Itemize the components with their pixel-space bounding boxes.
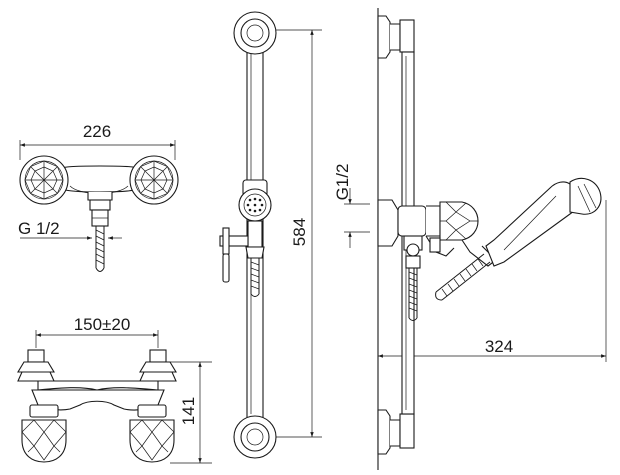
shower-rail-front: 584 [219, 11, 322, 459]
shower-side-view: G1/2 324 [333, 8, 607, 470]
hose-left [95, 226, 105, 272]
crystal-knob-right [129, 419, 175, 463]
dimension-depth: 324 [485, 337, 513, 356]
mixer-top-view: 226 [18, 122, 179, 272]
crystal-knob-side [439, 201, 479, 241]
hand-shower [485, 177, 602, 267]
crystal-handle-left [19, 155, 69, 205]
crystal-knob-left [21, 419, 67, 463]
mixer-front-view: 150±20 141 [17, 315, 212, 464]
crystal-handle-right [129, 155, 179, 205]
thread-label-side: G1/2 [333, 164, 352, 201]
dimension-height: 141 [179, 397, 198, 425]
dimension-width-top: 226 [83, 122, 111, 141]
thread-label-left: G 1/2 [18, 219, 60, 238]
dimension-rail-length: 584 [290, 218, 309, 246]
dimension-spacing: 150±20 [74, 315, 131, 334]
hose-hand-shower [435, 253, 491, 301]
shower-head-nozzles [246, 197, 264, 213]
